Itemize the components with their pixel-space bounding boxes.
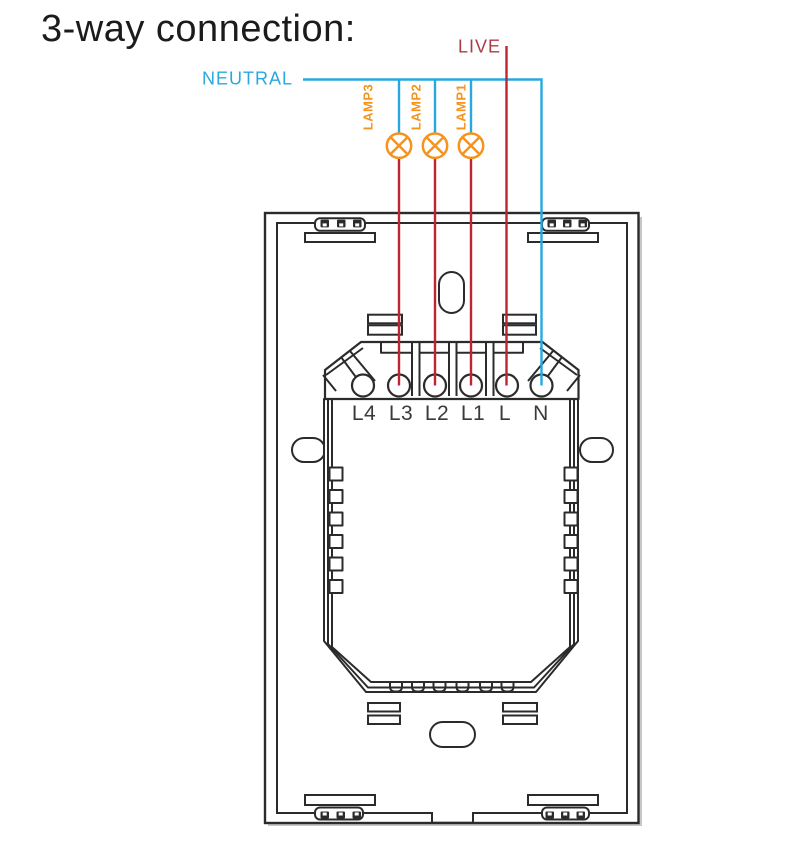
vent-bars-lower-right bbox=[502, 702, 538, 725]
clip-top-right bbox=[541, 217, 590, 232]
module-bottom-tabs bbox=[389, 682, 515, 693]
module-outline-outer bbox=[323, 398, 579, 693]
terminal-label-L4: L4 bbox=[351, 402, 377, 425]
module-outline-inner bbox=[331, 399, 571, 683]
lamp1-label: LAMP1 bbox=[453, 83, 469, 131]
lamp2-symbol bbox=[421, 132, 449, 160]
terminal-label-N: N bbox=[533, 402, 549, 425]
vent-bars-upper-right bbox=[502, 313, 537, 336]
slot-top-right bbox=[527, 232, 599, 243]
slot-bottom-left bbox=[304, 794, 376, 806]
vent-bars-upper-left bbox=[367, 313, 403, 336]
terminal-label-L2: L2 bbox=[424, 402, 450, 425]
slot-top-left bbox=[304, 232, 376, 243]
clip-top-left bbox=[314, 217, 366, 232]
module-side-contacts-left bbox=[328, 466, 344, 594]
terminal-separators bbox=[380, 342, 524, 396]
module-side-contacts-right bbox=[563, 466, 579, 594]
lamp-symbols bbox=[385, 132, 485, 160]
slot-bottom-right bbox=[527, 794, 599, 806]
clip-bottom-right bbox=[541, 806, 590, 821]
terminal-L4 bbox=[350, 373, 376, 398]
lamp1-symbol bbox=[457, 132, 485, 160]
module-outline-mid bbox=[327, 399, 575, 689]
screw-hole-bottom bbox=[429, 721, 476, 748]
terminal-label-L3: L3 bbox=[388, 402, 414, 425]
terminal-label-L: L bbox=[498, 402, 512, 425]
wires bbox=[303, 46, 543, 386]
live-wire-label: LIVE bbox=[457, 36, 501, 57]
side-oval-right bbox=[579, 437, 614, 463]
neutral-wire bbox=[303, 78, 543, 386]
clip-bottom-left bbox=[314, 806, 364, 821]
neutral-wire-label: NEUTRAL bbox=[201, 68, 293, 89]
plate-shadow bbox=[268, 217, 642, 826]
lamp3-symbol bbox=[385, 132, 413, 160]
lamp2-label: LAMP2 bbox=[408, 83, 424, 131]
screw-hole-top bbox=[438, 271, 465, 314]
terminal-label-L1: L1 bbox=[460, 402, 486, 425]
switch-module bbox=[323, 398, 579, 693]
page-title: 3-way connection: bbox=[41, 8, 356, 50]
vent-bars-lower-left bbox=[367, 702, 401, 725]
mounting-clips bbox=[314, 217, 590, 821]
lamp3-label: LAMP3 bbox=[360, 83, 376, 131]
